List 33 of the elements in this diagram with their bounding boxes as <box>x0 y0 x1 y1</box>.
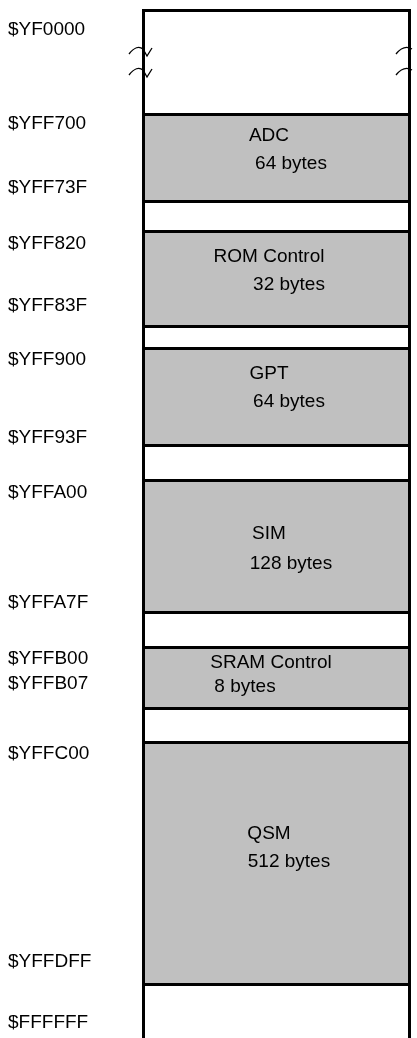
address-label: $YFF900 <box>8 348 87 370</box>
address-label: $YFFB00 <box>8 647 89 669</box>
region-name: GPT <box>249 362 289 384</box>
region-size: 128 bytes <box>249 552 333 574</box>
memory-region-block <box>145 230 408 328</box>
address-label: $YFF73F <box>8 176 88 198</box>
memory-region-block <box>145 113 408 203</box>
address-label: $FFFFFF <box>8 1011 89 1033</box>
region-size: 8 bytes <box>214 675 276 697</box>
region-size: 512 bytes <box>247 850 331 872</box>
region-size: 64 bytes <box>253 390 325 412</box>
address-label: $YFFC00 <box>8 742 90 764</box>
address-label: $YFF820 <box>8 232 87 254</box>
region-size: 64 bytes <box>255 152 327 174</box>
region-size: 32 bytes <box>253 273 325 295</box>
address-label: $YF0000 <box>8 18 86 40</box>
address-label: $YFFDFF <box>8 950 92 972</box>
address-label: $YFFB07 <box>8 672 89 694</box>
address-label: $YFFA00 <box>8 481 88 503</box>
memory-region-block <box>145 741 408 986</box>
region-name: QSM <box>247 822 291 844</box>
memory-region-block <box>145 479 408 614</box>
address-label: $YFFA7F <box>8 591 89 613</box>
region-name: ADC <box>248 124 290 146</box>
memory-region-block <box>145 646 408 710</box>
address-label: $YFF83F <box>8 294 88 316</box>
address-label: $YFF700 <box>8 112 87 134</box>
memory-region-block <box>145 347 408 447</box>
address-label: $YFF93F <box>8 426 88 448</box>
region-name: SRAM Control <box>210 651 332 673</box>
region-name: SIM <box>252 522 286 544</box>
region-name: ROM Control <box>213 245 325 267</box>
memory-map-column <box>142 9 411 1038</box>
